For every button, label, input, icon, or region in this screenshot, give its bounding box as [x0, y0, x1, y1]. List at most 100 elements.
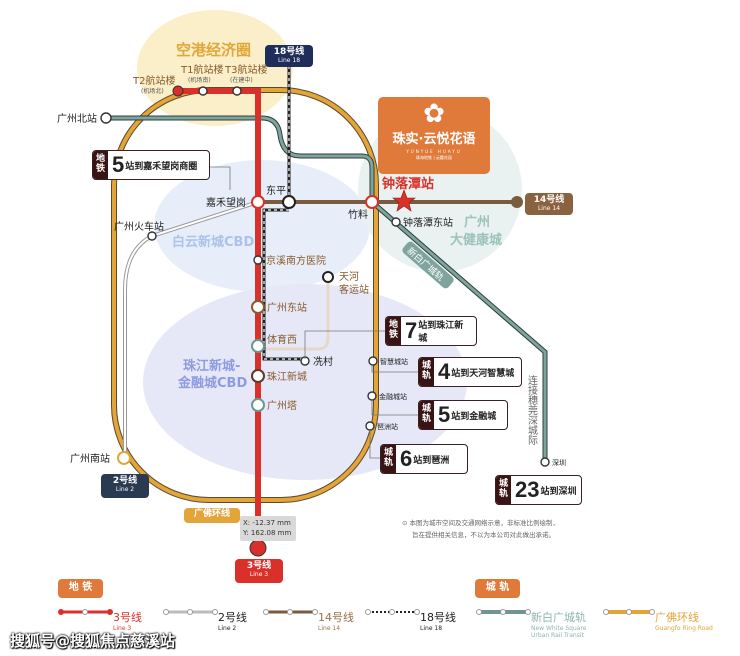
legend-line-14-en: Line 14 [318, 625, 341, 632]
station-jingxi[interactable] [253, 255, 263, 265]
line-2-badge-cn: 2号线 [112, 476, 138, 486]
line-18-badge[interactable]: 18号线 Line 18 [265, 45, 313, 67]
station-pazhou[interactable] [365, 421, 375, 431]
info-count: 4 [438, 359, 451, 384]
logo-name: 珠实·云悦花语 [392, 132, 476, 147]
station-shenzhen[interactable] [540, 457, 550, 467]
station-canton-tower[interactable] [251, 398, 265, 412]
legend-xinbai-cn: 新白广城轨 [531, 611, 586, 624]
label-t2: T2航站楼 [132, 74, 175, 87]
star-icon [392, 189, 416, 212]
station-jiahe[interactable] [251, 195, 265, 209]
label-t1-sub: (机场南) [188, 76, 211, 84]
info-tag: 轨 [421, 414, 431, 424]
stations [100, 86, 550, 467]
intercity-label: 连接穗莞深城际 [526, 374, 538, 446]
zone-zhujiang-label-2: 金融城CBD [177, 375, 247, 391]
station-zhuliao[interactable] [365, 195, 379, 209]
station-t3[interactable] [232, 86, 242, 96]
info-count: 6 [400, 446, 413, 471]
info-tag: 轨 [421, 371, 431, 381]
label-tiyuxi: 体育西 [267, 333, 297, 346]
zone-airport-label: 空港经济圈 [176, 41, 251, 59]
station-t1[interactable] [198, 86, 208, 96]
legend-xinbai-en2: Urban Rail Transit [531, 632, 584, 639]
line-2-badge-en: Line 2 [115, 486, 135, 493]
disclaimer-note: ⊙ 本图为城市空间及交通网络示意，非标准比例绘制， 旨在提供相关信息，不以为本公… [402, 517, 559, 541]
legend-metro-header: 地 铁 [58, 579, 103, 598]
legend-line-2-swatch [163, 609, 218, 615]
tooltip-x: X: -12.37 mm [243, 519, 291, 527]
info-tag: 城 [498, 479, 508, 490]
zone-baiyun [154, 160, 370, 292]
info-text: 站到嘉禾望岗商圈 [125, 161, 198, 172]
info-tag: 轨 [498, 489, 508, 499]
info-tag: 铁 [388, 330, 398, 340]
label-zhihui: 智慧城站 [380, 357, 408, 366]
legend-line-14-cn: 14号线 [318, 611, 354, 624]
flower-icon: ✿ [423, 99, 445, 129]
connector-lines [210, 166, 418, 459]
info-tag: 地 [95, 154, 105, 165]
station-gz-south[interactable] [117, 451, 131, 465]
logo-en: YUNYUE HUAYU [406, 149, 462, 154]
tooltip-y: Y: 162.08 mm [243, 529, 292, 537]
line-2-badge[interactable]: 2号线 Line 2 [101, 474, 149, 498]
station-gz-train[interactable] [147, 231, 157, 241]
info-tag: 城 [383, 448, 393, 459]
label-zhongluotan-east: 钟落潭东站 [403, 216, 453, 229]
station-zhongluotan-east[interactable] [391, 217, 401, 227]
line-3-badge[interactable]: 3号线 Line 3 [235, 559, 283, 583]
station-tianhe[interactable] [322, 271, 334, 283]
legend-line-14-swatch [263, 609, 318, 615]
label-t3-sub: (在建中) [230, 76, 253, 84]
legend-line-18-cn: 18号线 [420, 611, 456, 624]
label-gz-east: 广州东站 [267, 301, 307, 314]
note-line-2: 旨在提供相关信息，不以为本公司对此做出承诺。 [412, 531, 555, 539]
station-tiyuxi[interactable] [251, 339, 265, 353]
watermark: 搜狐号@搜狐焦点慈溪站 [10, 632, 176, 650]
station-t2[interactable] [172, 85, 184, 97]
info-text: 站到金融城 [451, 411, 497, 422]
info-tag: 城 [421, 404, 431, 415]
legend-xinbai-swatch [476, 609, 531, 615]
coordinate-tooltip: X: -12.37 mm Y: 162.08 mm [240, 516, 296, 541]
info-tag: 轨 [383, 458, 393, 468]
zone-health-label-1: 广州 [464, 214, 490, 230]
station-gz-east[interactable] [251, 300, 265, 314]
info-text: 站到琶洲 [413, 455, 450, 466]
guangfo-badge-text: 广佛环线 [193, 509, 230, 519]
line-3-terminus [249, 539, 267, 557]
label-jingxi: 京溪南方医院 [266, 254, 326, 267]
zone-health-label-2: 大健康城 [450, 232, 502, 248]
label-gz-train: 广州火车站 [114, 220, 164, 233]
station-jinrong[interactable] [367, 391, 377, 401]
legend-guangfo-en: Guangfo Ring Road [655, 625, 713, 632]
station-zhihui[interactable] [368, 356, 378, 366]
station-dongping[interactable] [282, 195, 296, 209]
label-canton-tower: 广州塔 [267, 399, 297, 412]
info-count: 5 [438, 402, 451, 427]
legend-line-3-swatch [58, 609, 113, 615]
station-zhujiang[interactable] [251, 369, 265, 383]
label-jinrong: 金融城站 [379, 392, 407, 401]
line-14-badge[interactable]: 14号线 Line 14 [525, 193, 573, 215]
info-count: 23 [515, 477, 540, 502]
info-text: 站到深圳 [540, 486, 577, 497]
station-gz-north[interactable] [100, 112, 112, 124]
info-text: 站到天河智慧城 [451, 368, 515, 379]
guangfo-badge[interactable]: 广佛环线 [184, 508, 240, 523]
line-14-terminus [511, 196, 523, 208]
line-3-badge-en: Line 3 [249, 571, 269, 578]
label-jiahe: 嘉禾望岗 [206, 196, 246, 209]
info-tag: 地 [388, 320, 398, 331]
